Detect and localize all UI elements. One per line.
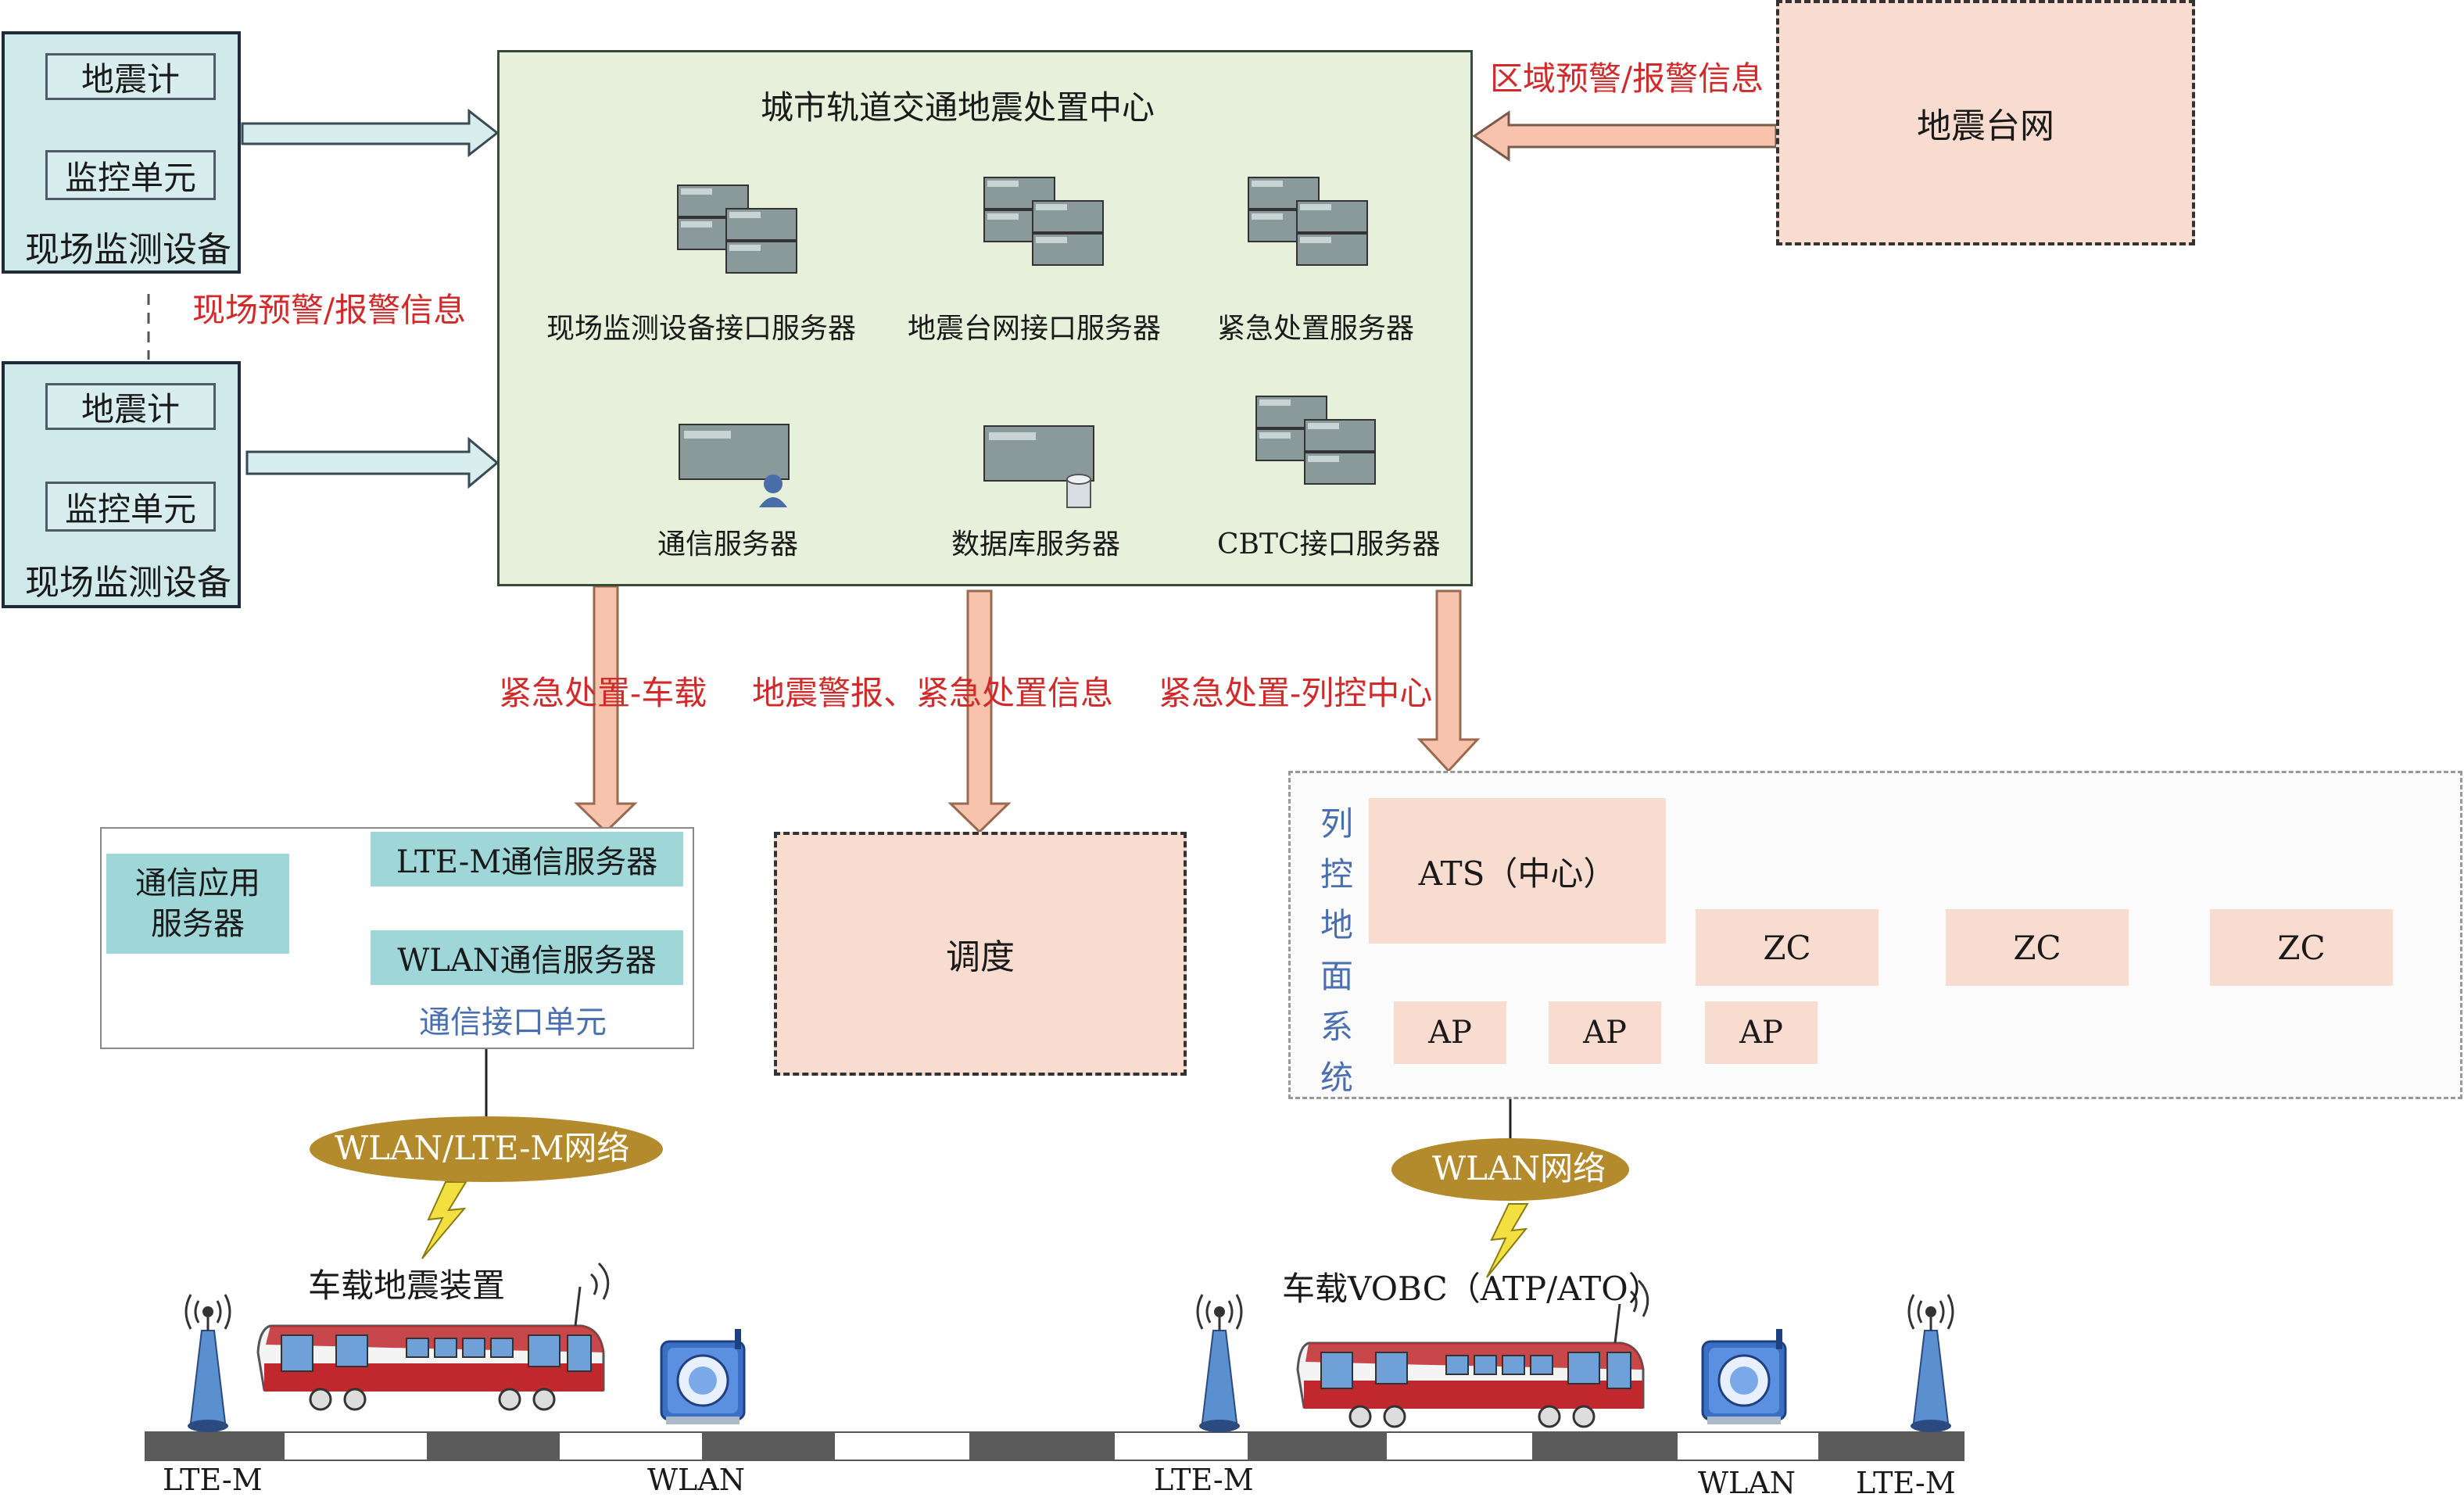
network-right-label: WLAN网络 — [1432, 1149, 1606, 1187]
server-label-cbtc: CBTC接口服务器 — [1217, 528, 1441, 561]
network-arrow — [1472, 110, 1778, 162]
server-label-communication: 通信服务器 — [657, 528, 799, 561]
dispatch-label: 调度 — [946, 937, 1015, 977]
seismometer-2-label: 地震计 — [81, 389, 180, 428]
comm-app-server: 通信应用 服务器 — [106, 854, 289, 954]
zc-2: ZC — [1946, 909, 2129, 986]
zc-3: ZC — [2210, 909, 2393, 986]
arrow-to-dispatch — [947, 589, 1012, 834]
zc-3-label: ZC — [2277, 928, 2326, 967]
comm-interface-unit: 通信应用 服务器 LTE-M通信服务器 WLAN通信服务器 通信接口单元 — [100, 827, 694, 1049]
antenna-icon-2 — [1196, 1294, 1243, 1432]
flow-label-control: 紧急处置-列控中心 — [1159, 674, 1433, 712]
zc-1-label: ZC — [1763, 928, 1811, 967]
ap-3-label: AP — [1739, 1015, 1783, 1051]
monitor-unit-1: 监控单元 — [45, 150, 216, 200]
server-cluster-icon — [677, 184, 797, 274]
antenna-icon-1 — [184, 1294, 231, 1432]
wlan-ap-icon-2 — [1701, 1329, 1787, 1424]
ats-center-label: ATS（中心） — [1418, 854, 1617, 893]
seismometer-1-label: 地震计 — [81, 59, 180, 99]
server-user-icon — [679, 424, 790, 507]
server-cluster-icon — [983, 177, 1104, 266]
lte-server: LTE-M通信服务器 — [371, 832, 683, 887]
seismometer-2: 地震计 — [45, 383, 216, 430]
track-label-1: LTE-M — [163, 1463, 263, 1497]
comm-unit-title: 通信接口单元 — [419, 1005, 607, 1041]
train-control-title: 列 控 地 面 系 统 — [1320, 804, 1354, 1098]
antenna-icon-3 — [1907, 1294, 1954, 1432]
monitor-unit-2: 监控单元 — [45, 482, 216, 532]
train-left-icon — [256, 1262, 610, 1411]
site-device-box-2: 地震计 监控单元 现场监测设备 — [2, 361, 241, 608]
lte-server-label: LTE-M通信服务器 — [396, 844, 658, 880]
track-label-4: WLAN — [1698, 1466, 1796, 1500]
center-title: 城市轨道交通地震处置中心 — [761, 88, 1155, 127]
site-device-box-1: 地震计 监控单元 现场监测设备 — [2, 31, 241, 274]
regional-warning-label: 区域预警/报警信息 — [1490, 59, 1764, 98]
server-cluster-icon — [1255, 396, 1376, 485]
seismometer-1: 地震计 — [45, 53, 216, 100]
seismic-response-center: 城市轨道交通地震处置中心 现场监测设备接口服务器 地震台网接口服务器 紧急处置服… — [497, 50, 1473, 586]
vehicle-left-label: 车载地震装置 — [308, 1266, 506, 1305]
flow-label-vehicle: 紧急处置-车载 — [499, 674, 707, 712]
wlan-server: WLAN通信服务器 — [371, 930, 683, 985]
site-device-1-label: 现场监测设备 — [25, 230, 231, 270]
lightning-bolt-left-icon — [421, 1181, 467, 1259]
zc-1: ZC — [1696, 909, 1878, 986]
ap-3: AP — [1705, 1001, 1818, 1064]
site-warning-label: 现场预警/报警信息 — [192, 291, 467, 329]
network-left-label: WLAN/LTE-M网络 — [335, 1129, 630, 1167]
vehicle-right-label: 车载VOBC（ATP/ATO） — [1282, 1270, 1661, 1308]
zc-2-label: ZC — [2013, 928, 2061, 967]
flow-label-dispatch: 地震警报、紧急处置信息 — [752, 674, 1114, 712]
server-label-network-interface: 地震台网接口服务器 — [908, 313, 1162, 345]
network-ellipse-left — [310, 1116, 663, 1182]
track-label-2: WLAN — [647, 1463, 745, 1497]
track — [145, 1431, 1964, 1461]
seismic-network-label: 地震台网 — [1917, 106, 2054, 146]
ap-2-label: AP — [1583, 1015, 1627, 1051]
arrow-to-comm — [574, 585, 638, 834]
arrow-to-control — [1416, 589, 1481, 773]
seismic-network-box: 地震台网 — [1776, 0, 2195, 245]
train-right-icon — [1296, 1279, 1649, 1428]
monitor-unit-2-label: 监控单元 — [64, 489, 196, 528]
train-control-ground-system: 列 控 地 面 系 统 ATS（中心） ZC ZC ZC AP AP AP — [1288, 771, 2462, 1099]
site-device-2-label: 现场监测设备 — [25, 563, 231, 603]
ap-1-label: AP — [1428, 1015, 1472, 1051]
track-label-5: LTE-M — [1856, 1466, 1956, 1500]
site-arrow-top — [241, 108, 500, 158]
site-arrow-bottom — [245, 436, 500, 489]
network-ellipse-right — [1391, 1138, 1629, 1201]
lightning-bolt-right-icon — [1486, 1203, 1529, 1278]
track-label-3: LTE-M — [1154, 1463, 1254, 1497]
ap-1: AP — [1394, 1001, 1506, 1064]
server-cluster-icon — [1248, 177, 1368, 266]
wlan-server-label: WLAN通信服务器 — [397, 943, 657, 979]
server-label-database: 数据库服务器 — [951, 528, 1121, 561]
monitor-unit-1-label: 监控单元 — [64, 158, 196, 197]
ap-2: AP — [1549, 1001, 1661, 1064]
ats-center: ATS（中心） — [1369, 798, 1666, 944]
comm-app-server-label: 通信应用 服务器 — [135, 865, 260, 942]
wlan-ap-icon-1 — [660, 1329, 746, 1424]
server-label-emergency: 紧急处置服务器 — [1217, 313, 1415, 345]
dispatch-box: 调度 — [774, 832, 1187, 1076]
server-database-icon — [983, 425, 1094, 508]
server-label-site-interface: 现场监测设备接口服务器 — [546, 313, 857, 345]
